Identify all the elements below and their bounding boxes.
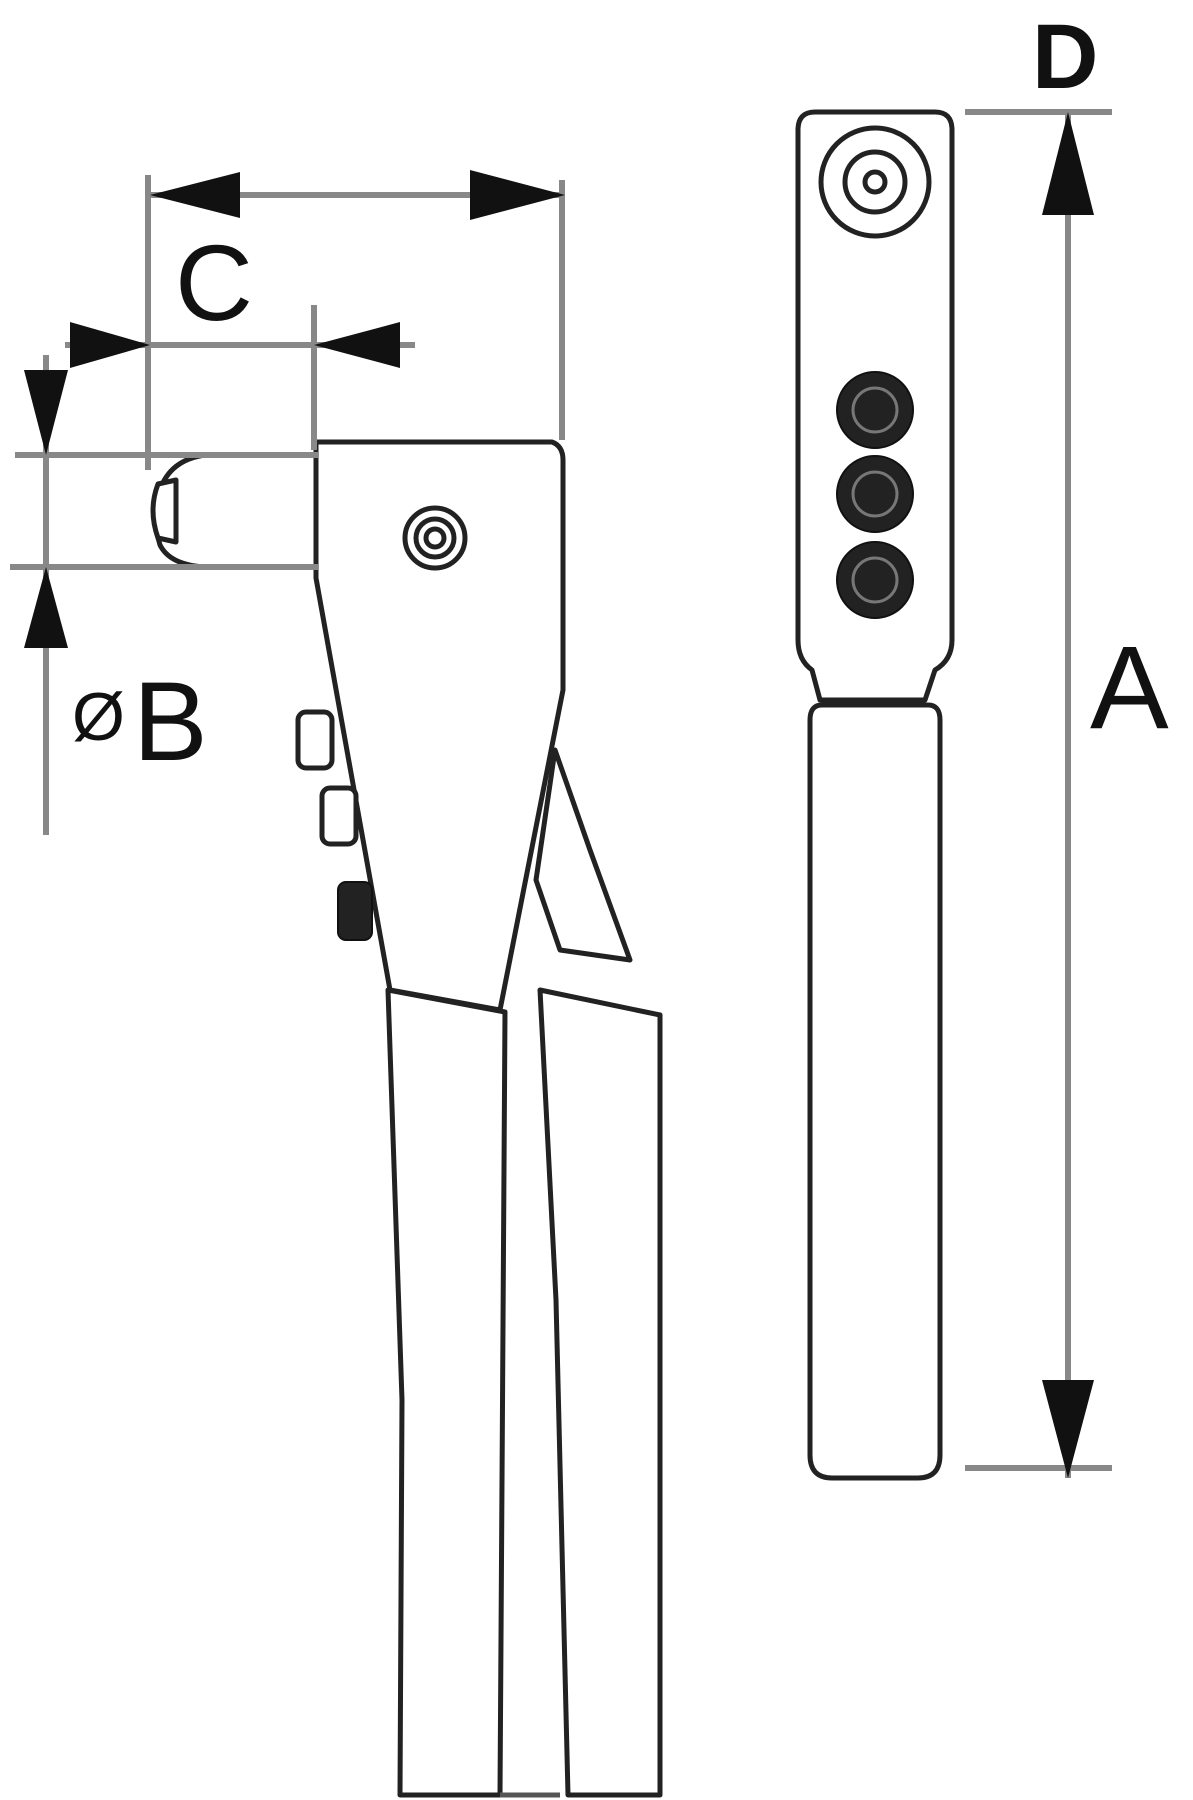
dim-a-label: A bbox=[1090, 622, 1169, 754]
dimension-d: D bbox=[1032, 6, 1098, 108]
nosepiece-hole-3 bbox=[836, 541, 914, 619]
dimension-b: Ø B bbox=[10, 355, 318, 835]
pivot-bolt bbox=[402, 505, 468, 571]
tool-front-view bbox=[795, 109, 955, 1481]
spare-nosepiece-2 bbox=[319, 785, 359, 847]
rear-handle bbox=[533, 747, 633, 963]
nosepiece-hole-2 bbox=[836, 455, 914, 533]
nosepiece-hole-1 bbox=[836, 371, 914, 449]
dim-b-arrow-top bbox=[24, 370, 68, 455]
front-view-top-pivot bbox=[818, 125, 932, 239]
dim-b-label: B bbox=[133, 659, 208, 784]
front-view-nosepiece-holes bbox=[836, 371, 914, 619]
dim-a-arrow-bottom bbox=[1042, 1380, 1094, 1478]
dim-b-arrow-bottom bbox=[24, 567, 68, 648]
nosepiece-tip bbox=[150, 477, 179, 545]
front-grip bbox=[385, 987, 508, 1798]
dim-c-arrow-left bbox=[150, 172, 240, 218]
dim-c-arrow-right bbox=[470, 170, 565, 220]
dim-a-arrow-top bbox=[1042, 112, 1094, 215]
dimension-nosepiece-length bbox=[65, 305, 415, 450]
spare-nosepiece-3 bbox=[337, 881, 373, 941]
dimension-a: A bbox=[965, 109, 1169, 1478]
rear-grip bbox=[537, 987, 663, 1798]
spare-nosepiece-1 bbox=[295, 709, 335, 771]
nosepiece bbox=[153, 452, 321, 570]
spare-nosepieces bbox=[295, 709, 373, 941]
dimension-c: C bbox=[145, 170, 565, 470]
dim-c-label: C bbox=[175, 222, 253, 343]
tool-side-view bbox=[150, 439, 663, 1798]
dim-b-symbol: Ø bbox=[72, 679, 125, 755]
dim-d-label: D bbox=[1032, 6, 1098, 108]
front-view-handle bbox=[807, 702, 943, 1481]
